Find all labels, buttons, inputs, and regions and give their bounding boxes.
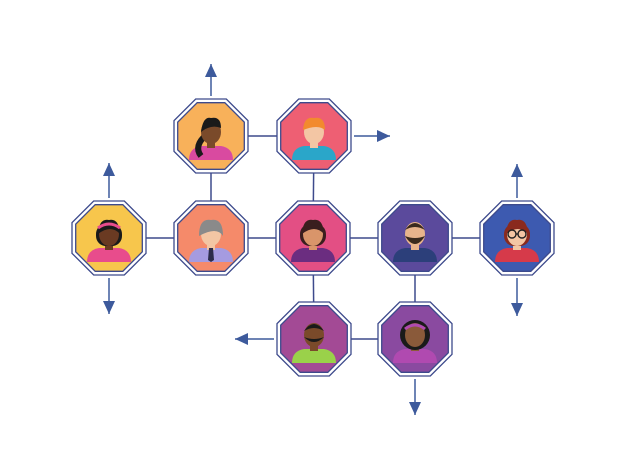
person-avatar-icon [291,219,335,262]
person-avatar-icon [189,219,233,262]
person-avatar-icon [495,219,539,262]
node-man-redhead[interactable] [276,98,352,174]
person-avatar-icon [393,222,437,262]
arrow-up-right [511,164,523,198]
arrow-down-bottom [409,379,421,415]
node-man-bearded[interactable] [377,200,453,276]
node-man-dark-skin[interactable] [276,301,352,377]
node-woman-braids[interactable] [71,200,147,276]
person-avatar-icon [189,117,233,160]
arrow-up-top-left [205,64,217,96]
node-woman-afro[interactable] [377,301,453,377]
arrow-left-bottom [235,333,274,345]
person-avatar-icon [292,323,336,363]
node-woman-glasses[interactable] [479,200,555,276]
node-man-gray-hair[interactable] [173,200,249,276]
arrow-right-top [354,130,390,142]
node-woman-center[interactable] [275,200,351,276]
arrow-down-right [511,278,523,316]
node-woman-ponytail[interactable] [173,98,249,174]
person-avatar-icon [292,117,336,160]
nodes [71,98,555,377]
person-avatar-icon [87,219,131,262]
arrow-down-left [103,278,115,314]
arrow-up-left [103,163,115,198]
person-avatar-icon [393,320,437,363]
